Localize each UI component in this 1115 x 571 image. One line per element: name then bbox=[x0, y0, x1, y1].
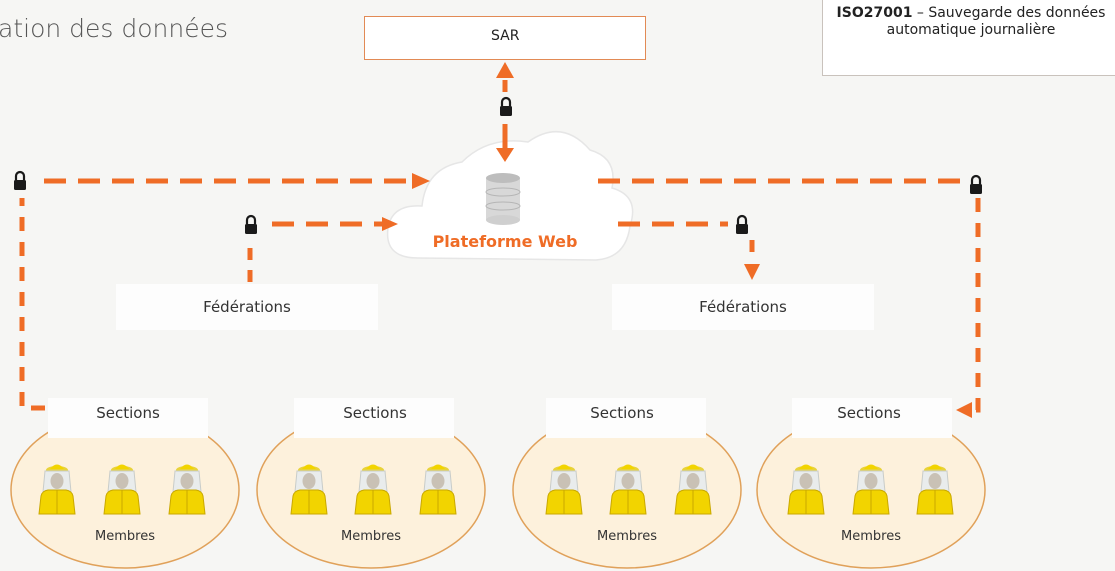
members-label: Membres bbox=[95, 529, 155, 544]
federation-box-right bbox=[612, 284, 874, 330]
section-tab bbox=[294, 398, 454, 438]
members-label: Membres bbox=[841, 529, 901, 544]
federation-label-right: Fédérations bbox=[699, 298, 787, 316]
members-label: Membres bbox=[341, 529, 401, 544]
database-icon bbox=[485, 173, 521, 225]
section-label: Sections bbox=[837, 404, 901, 422]
lock-icon bbox=[968, 174, 984, 196]
sar-label: SAR bbox=[491, 28, 520, 44]
iso-text: – Sauvegarde des données automatique jou… bbox=[886, 5, 1106, 38]
section-tab bbox=[48, 398, 208, 438]
lock-icon bbox=[243, 214, 259, 236]
iso-code: ISO27001 bbox=[836, 5, 913, 21]
section-label: Sections bbox=[343, 404, 407, 422]
section-label: Sections bbox=[590, 404, 654, 422]
lock-icon bbox=[498, 96, 514, 118]
members-label: Membres bbox=[597, 529, 657, 544]
section-tab bbox=[792, 398, 952, 438]
page-title: ation des données bbox=[0, 14, 229, 43]
connection-arrows bbox=[19, 80, 981, 413]
lock-icon bbox=[12, 170, 28, 192]
section-tab bbox=[546, 398, 706, 438]
lock-icon bbox=[734, 214, 750, 236]
federation-box-left bbox=[116, 284, 378, 330]
section-label: Sections bbox=[96, 404, 160, 422]
iso-note: ISO27001 – Sauvegarde des données automa… bbox=[822, 0, 1115, 76]
sar-node bbox=[364, 16, 646, 60]
platform-label: Plateforme Web bbox=[432, 232, 578, 251]
federation-label-left: Fédérations bbox=[203, 298, 291, 316]
arrow-icon bbox=[382, 62, 972, 418]
